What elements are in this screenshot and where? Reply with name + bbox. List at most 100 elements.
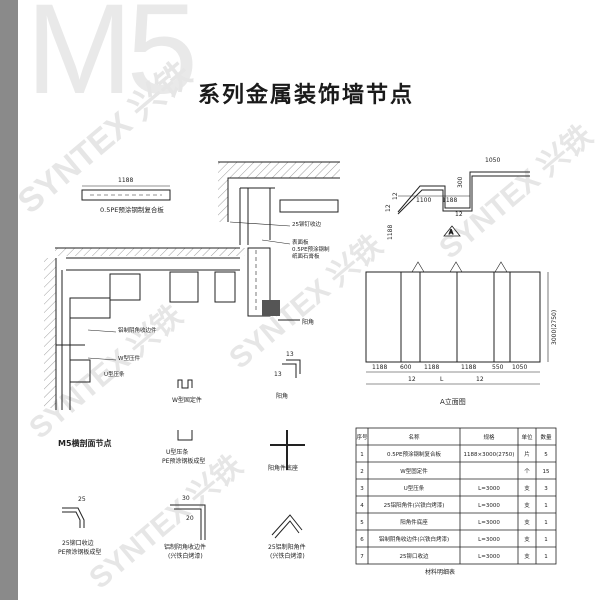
- elev-width-3: 1188: [424, 364, 439, 371]
- corner-base-label: 阳角件底座: [268, 464, 298, 472]
- step-dim-4: 1188: [442, 197, 457, 204]
- u-clip-part-label-1: U型压条: [166, 448, 188, 456]
- table-cell: 1188×3000(2750): [464, 452, 515, 458]
- table-cell: 6: [360, 537, 364, 543]
- table-header-cell: 规格: [483, 433, 495, 441]
- elev-sub-1: 12: [408, 376, 416, 383]
- table-header-cell: 单位: [521, 433, 533, 441]
- elev-width-2: 600: [400, 364, 412, 371]
- watermark-3: SYNTEX 兴铁: [433, 119, 599, 265]
- rivet-edge-dim: 25: [78, 496, 86, 503]
- u-clip-part-label-2: PE预涂钢板成型: [162, 457, 205, 465]
- page-title: 系列金属装饰墙节点: [198, 83, 415, 108]
- step-detail: A: [397, 171, 530, 237]
- table-cell: 2: [360, 469, 364, 475]
- table-cell: 支: [524, 535, 530, 543]
- table-cell: 7: [360, 554, 364, 560]
- table-cell: 支: [524, 518, 530, 526]
- watermark-5: SYNTEX 兴铁: [83, 449, 249, 595]
- table-cell: 1: [544, 554, 548, 560]
- elev-width-5: 550: [492, 364, 504, 371]
- materials-table: 序号 名称 规格 单位数量 1 0.5PE预涂钢制复合板 1188×3000(2750) 片 5…: [355, 427, 557, 576]
- svg-text:A: A: [449, 229, 454, 236]
- table-cell: L=3000: [478, 520, 500, 526]
- table-cell: 5: [544, 452, 548, 458]
- elev-width-6: 1050: [512, 364, 527, 371]
- outer-piece-label-1: 25铝制阳角件: [268, 543, 306, 551]
- table-cell: 1: [360, 452, 364, 458]
- step-dim-2: 300: [457, 176, 464, 188]
- table-cell: 5: [360, 520, 364, 526]
- step-dim-5: 12: [385, 204, 392, 212]
- step-detail-dims: 1050 300 1100 1188 12 12 12 1188: [385, 157, 500, 240]
- inner-trim-label-1: 铝制阴角收边件: [164, 543, 206, 551]
- elev-sub-3: 12: [476, 376, 484, 383]
- table-cell: L=3000: [478, 486, 500, 492]
- callout-3: 纸面石膏板: [292, 252, 320, 260]
- outer-corner-part-label: 阳角: [276, 392, 288, 400]
- callout-1: 表面板: [292, 238, 309, 246]
- outer-corner-label: 阳角: [302, 318, 314, 326]
- elevation-dims: 3000(2750) 1188 600 1188 1188 550 1050 1…: [372, 310, 558, 406]
- table-cell: 25铝阳角件(兴铁白烤漆): [384, 501, 445, 509]
- table-cell: 支: [524, 552, 530, 560]
- top-width-dim: 1188: [118, 177, 133, 184]
- left-sidebar-strip: [0, 0, 18, 600]
- table-header-cell: 序号: [356, 433, 368, 441]
- panel-label: 0.5PE预涂钢制复合板: [100, 205, 164, 214]
- table-cell: 个: [524, 468, 530, 475]
- table-header-cell: 名称: [408, 433, 420, 441]
- table-cell: 支: [524, 501, 530, 509]
- elevation-height: 3000(2750): [551, 310, 558, 345]
- table-cell: L=3000: [478, 537, 500, 543]
- table-cell: 阳角件底座: [400, 518, 428, 526]
- table-cell: W型固定件: [400, 467, 428, 475]
- table-header-cell: 数量: [540, 433, 552, 441]
- table-cell: 3: [544, 486, 548, 492]
- outer-piece-label-2: (兴铁白烤漆): [270, 552, 305, 560]
- table-cell: 铝制阴角收边件(兴铁白烤漆): [379, 535, 449, 543]
- w-clip-part-label: W型固定件: [172, 396, 202, 404]
- inner-trim-dim-2: 20: [186, 515, 194, 522]
- step-dim-8: 1188: [387, 225, 394, 240]
- step-dim-3: 1100: [416, 197, 431, 204]
- elev-sub-2: L: [440, 376, 444, 383]
- table-cell: 1: [544, 520, 548, 526]
- elev-width-1: 1188: [372, 364, 387, 371]
- elevation-caption: A立面图: [440, 397, 466, 406]
- rivet-edge-label-2: PE预涂钢板成型: [58, 548, 101, 556]
- outer-corner-dim-2: 13: [274, 371, 282, 378]
- section-caption: M5横剖面节点: [58, 438, 112, 448]
- u-clip-label: U型压条: [104, 370, 125, 378]
- inner-trim-dim-1: 30: [182, 495, 190, 502]
- elevation-drawing: [365, 261, 549, 385]
- table-cell: U型压条: [404, 484, 425, 492]
- table-cell: 4: [360, 503, 364, 509]
- table-cell: 25铆口收边: [400, 552, 429, 560]
- w-clip-label: W型压件: [118, 354, 140, 362]
- parts-drawings: [62, 359, 305, 540]
- model-watermark: M5: [26, 0, 198, 121]
- section-drawing: [44, 161, 340, 410]
- table-cell: 15: [543, 469, 550, 475]
- parts-labels: W型固定件 阳角 13 13 U型压条 PE预涂钢板成型 阳角件底座 25 25…: [58, 351, 306, 560]
- elev-width-4: 1188: [461, 364, 476, 371]
- table-cell: L=3000: [478, 503, 500, 509]
- inner-corner-label: 铝制阴角收边件: [118, 326, 157, 334]
- callout-2: 0.5PE预涂钢制: [292, 245, 330, 253]
- section-labels: 1188 0.5PE预涂钢制复合板 25铆钉收边 表面板 0.5PE预涂钢制 纸…: [58, 177, 330, 448]
- table-cell: 0.5PE预涂钢制复合板: [387, 450, 442, 458]
- step-dim-1: 1050: [485, 157, 500, 164]
- table-cell: 片: [524, 450, 530, 458]
- outer-corner-dim-1: 13: [286, 351, 294, 358]
- table-cell: 支: [524, 484, 530, 492]
- table-cell: 3: [360, 486, 364, 492]
- rivet-edge-label: 25铆钉收边: [292, 220, 321, 228]
- step-dim-6: 12: [455, 211, 463, 218]
- inner-trim-label-2: (兴铁白烤漆): [168, 552, 203, 560]
- table-cell: 1: [544, 537, 548, 543]
- step-dim-7: 12: [392, 192, 399, 200]
- table-caption: 材料明细表: [425, 568, 455, 576]
- table-cell: 1: [544, 503, 548, 509]
